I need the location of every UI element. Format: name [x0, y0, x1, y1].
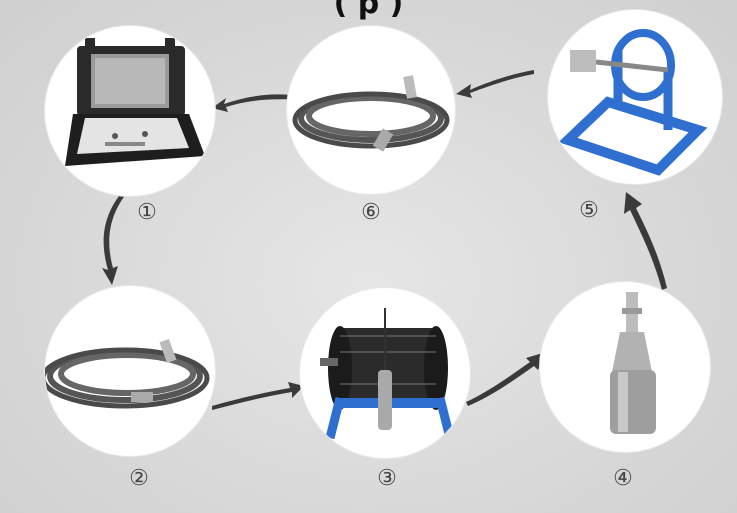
step-5-label: ⑤: [579, 198, 599, 223]
step-2-image: [45, 286, 215, 456]
step-1-image: [45, 26, 215, 196]
arrow-1-to-2: [102, 192, 126, 285]
video-monitor-case-icon: [65, 38, 205, 166]
step-3-label: ③: [377, 466, 397, 491]
arrow-3-to-4: [466, 352, 546, 406]
arrow-5-to-6: [456, 70, 534, 98]
step-4-image: [540, 282, 710, 452]
step-1-label: ①: [137, 200, 157, 225]
camera-probe-icon: [610, 292, 656, 434]
arrow-6-to-1: [212, 94, 300, 112]
step-5-image: [548, 10, 722, 184]
step-2-label: ②: [129, 466, 149, 491]
coiled-cable-icon: [45, 338, 210, 409]
step-3-image: [300, 288, 470, 458]
step-6-image: [287, 26, 455, 194]
coiled-cable-icon: [292, 75, 450, 152]
arrow-2-to-3: [212, 382, 304, 410]
arrow-4-to-5: [624, 192, 667, 290]
step-4-label: ④: [613, 466, 633, 491]
empty-reel-stand-icon: [558, 29, 708, 176]
step-6-label: ⑥: [361, 200, 381, 225]
cable-reel-with-probe-icon: [320, 308, 455, 440]
diagram-title: ( p ): [333, 0, 404, 21]
